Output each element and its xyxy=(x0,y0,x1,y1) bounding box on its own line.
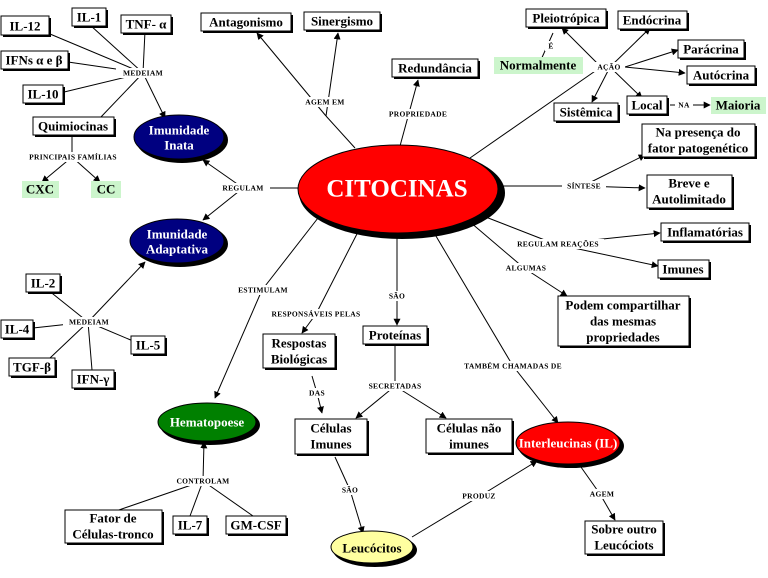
box-inflamatorias: Inflamatórias xyxy=(667,225,743,240)
box-ifng: IFN-γ xyxy=(77,372,110,387)
box-antagonismo: Antagonismo xyxy=(209,15,283,30)
box-quimiocinas: Quimiocinas xyxy=(38,119,108,134)
label-propriedade: PROPRIEDADE xyxy=(389,110,447,119)
box-na-presenca-line2: fator patogenético xyxy=(648,141,748,156)
label-sintese: SÍNTESE xyxy=(567,181,601,191)
label-controlam: CONTROLAM xyxy=(176,477,229,486)
label-secretadas: SECRETADAS xyxy=(369,382,422,391)
box-endocrina: Endócrina xyxy=(623,13,682,28)
box-il10: IL-10 xyxy=(27,87,58,102)
box-imunes: Imunes xyxy=(662,262,703,277)
label-regulam-reacoes: REGULAM REAÇÕES xyxy=(517,239,599,249)
box-podem-line3: propriedades xyxy=(586,330,659,345)
box-respostas-line2: Biológicas xyxy=(271,352,327,367)
box-cxc: CXC xyxy=(26,182,54,197)
label-agem-em: AGEM EM xyxy=(305,98,344,107)
box-pleiotropica: Pleiotrópica xyxy=(532,11,600,26)
label-medeiam-bottom: MEDEIAM xyxy=(69,318,109,327)
box-podem-line2: das mesmas xyxy=(590,314,656,329)
box-sistemica: Sistêmica xyxy=(560,105,613,120)
box-podem-line1: Podem compartilhar xyxy=(565,298,680,313)
leucocitos: Leucócitos xyxy=(342,541,401,556)
box-na-presenca-line1: Na presença do xyxy=(656,125,741,140)
label-regulam: REGULAM xyxy=(222,184,263,193)
label-algumas: ALGUMAS xyxy=(506,264,546,273)
box-cc: CC xyxy=(97,182,116,197)
label-produz: PRODUZ xyxy=(462,492,495,501)
label-sao-bottom: SÃO xyxy=(342,486,358,495)
box-sobre-outro-line1: Sobre outro xyxy=(591,522,657,537)
label-agem: AGEM xyxy=(590,490,615,499)
box-celulas-imunes-line1: Células xyxy=(310,421,351,436)
box-fator-line2: Células-tronco xyxy=(72,527,153,542)
box-nodes: IL-12 IL-1 TNF- α IFNs α e β IL-10 Quimi… xyxy=(0,7,766,556)
box-celulas-imunes-line2: Imunes xyxy=(310,437,351,452)
imunidade-inata-line2: Inata xyxy=(164,138,194,153)
label-sao-top: SÃO xyxy=(389,292,405,301)
interleucinas: Interleucinas (IL) xyxy=(519,436,618,451)
label-na: NA xyxy=(678,101,690,110)
box-breve-line1: Breve e xyxy=(668,176,709,191)
box-local: Local xyxy=(631,98,662,113)
label-acao: AÇÃO xyxy=(597,63,620,72)
box-redundancia: Redundância xyxy=(398,61,472,76)
imunidade-adaptativa-line2: Adaptativa xyxy=(146,242,209,257)
imunidade-inata-line1: Imunidade xyxy=(149,123,210,138)
box-sobre-outro-line2: Leucóciots xyxy=(594,538,653,553)
label-e: É xyxy=(548,41,553,51)
box-il12: IL-12 xyxy=(9,19,40,34)
box-respostas-line1: Respostas xyxy=(272,336,327,351)
box-il1: IL-1 xyxy=(77,10,102,25)
box-celulas-nao-line1: Células não xyxy=(437,421,502,436)
label-responsaveis-pelas: RESPONSÁVEIS PELAS xyxy=(272,309,361,319)
link-labels: MEDEIAM PRINCIPAIS FAMÍLIAS REGULAM AGEM… xyxy=(18,41,693,501)
ellipse-nodes: CITOCINAS Imunidade Inata Imunidade Adap… xyxy=(129,114,624,567)
box-il2: IL-2 xyxy=(31,276,56,291)
box-proteinas: Proteínas xyxy=(369,328,421,343)
box-normalmente: Normalmente xyxy=(500,58,577,73)
label-principais-familias: PRINCIPAIS FAMÍLIAS xyxy=(29,152,117,162)
label-medeiam-top: MEDEIAM xyxy=(123,69,163,78)
box-il5: IL-5 xyxy=(136,338,161,353)
box-sinergismo: Sinergismo xyxy=(311,14,373,29)
hematopoese: Hematopoese xyxy=(170,415,245,430)
box-fator-line1: Fator de xyxy=(89,511,136,526)
label-estimulam: ESTIMULAM xyxy=(238,286,288,295)
label-das: DAS xyxy=(309,389,325,398)
box-breve-line2: Autolimitado xyxy=(652,192,726,207)
box-il7: IL-7 xyxy=(178,518,203,533)
box-tgf: TGF-β xyxy=(13,360,51,375)
imunidade-adaptativa-line1: Imunidade xyxy=(147,227,208,242)
box-ifns: IFNs α e β xyxy=(5,53,62,68)
box-celulas-nao-line2: imunes xyxy=(449,437,489,452)
box-il4: IL-4 xyxy=(5,322,30,337)
center-citocinas: CITOCINAS xyxy=(326,176,467,203)
box-tnf: TNF- α xyxy=(126,17,168,32)
box-autocrina: Autócrina xyxy=(693,68,750,83)
box-paracrina: Parácrina xyxy=(683,42,739,57)
label-tambem-chamadas: TAMBÉM CHAMADAS DE xyxy=(464,361,562,371)
box-gmcsf: GM-CSF xyxy=(230,518,281,533)
box-maioria: Maioria xyxy=(716,98,761,113)
